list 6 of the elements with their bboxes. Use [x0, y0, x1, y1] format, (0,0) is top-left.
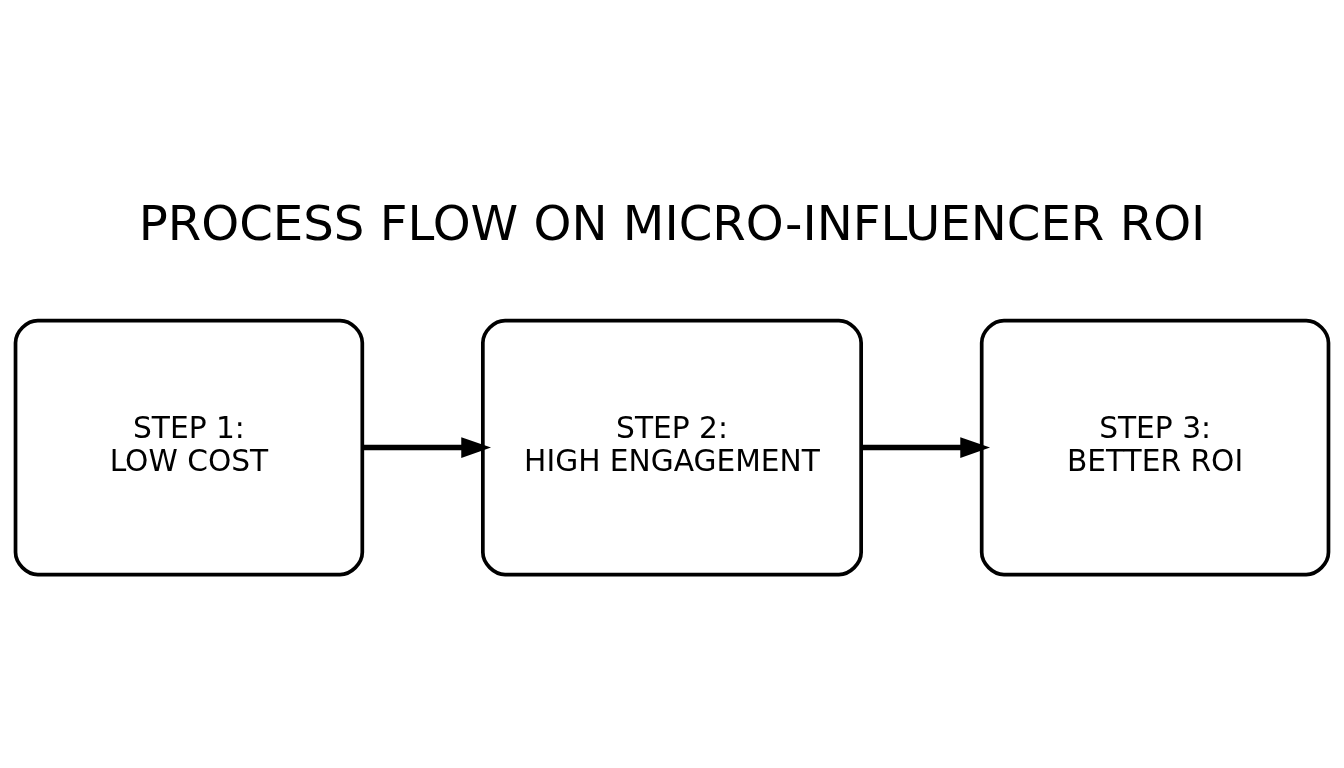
node-box: STEP 2: HIGH ENGAGEMENT	[481, 318, 863, 576]
node-box: STEP 1: LOW COST	[13, 318, 365, 576]
node-box: STEP 3: BETTER ROI	[979, 318, 1331, 576]
diagram-title: PROCESS FLOW ON MICRO-INFLUENCER ROI	[138, 194, 1206, 251]
arrow	[362, 436, 491, 458]
arrow	[861, 436, 990, 458]
